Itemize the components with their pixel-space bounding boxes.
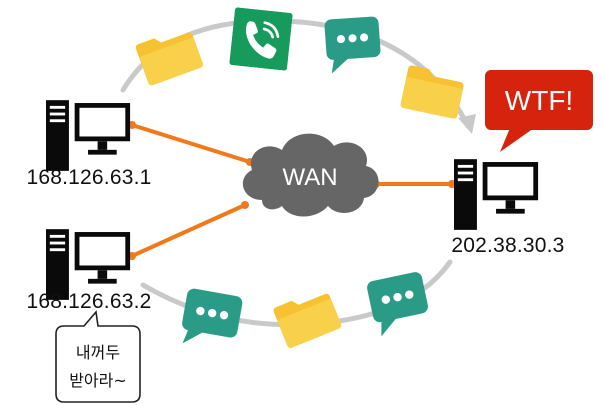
computer-icon bbox=[46, 100, 131, 171]
wan-label: WAN bbox=[282, 164, 337, 191]
host-2: 168.126.63.2 bbox=[26, 229, 151, 313]
host-3: 202.38.30.3 bbox=[451, 159, 564, 257]
host-1: 168.126.63.1 bbox=[26, 100, 151, 189]
alert-bubble bbox=[485, 70, 593, 130]
chat-icon bbox=[365, 270, 433, 338]
host-3-ip: 202.38.30.3 bbox=[451, 234, 564, 257]
computer-icon bbox=[454, 159, 539, 230]
speech-bubble: 내꺼두 받아라~ bbox=[55, 310, 141, 403]
speech-bubble-shape bbox=[55, 310, 141, 403]
chat-icon bbox=[324, 16, 382, 74]
phone-icon bbox=[229, 7, 293, 71]
alert-text: WTF! bbox=[505, 85, 573, 116]
folder-icon bbox=[399, 64, 466, 120]
host-1-ip: 168.126.63.1 bbox=[26, 166, 151, 189]
speech-line-2: 받아라~ bbox=[69, 371, 127, 390]
link-host2-wan bbox=[131, 203, 246, 258]
alert-callout: WTF! bbox=[485, 70, 593, 152]
host-2-ip: 168.126.63.2 bbox=[26, 290, 151, 313]
speech-line-1: 내꺼두 bbox=[76, 343, 120, 362]
cloud-icon bbox=[242, 133, 379, 217]
top-flow-arrowhead bbox=[458, 114, 476, 134]
link-host1-wan bbox=[131, 123, 251, 164]
wan-cloud: WAN bbox=[242, 133, 379, 217]
chat-icon bbox=[178, 287, 244, 353]
folder-icon bbox=[272, 286, 343, 349]
